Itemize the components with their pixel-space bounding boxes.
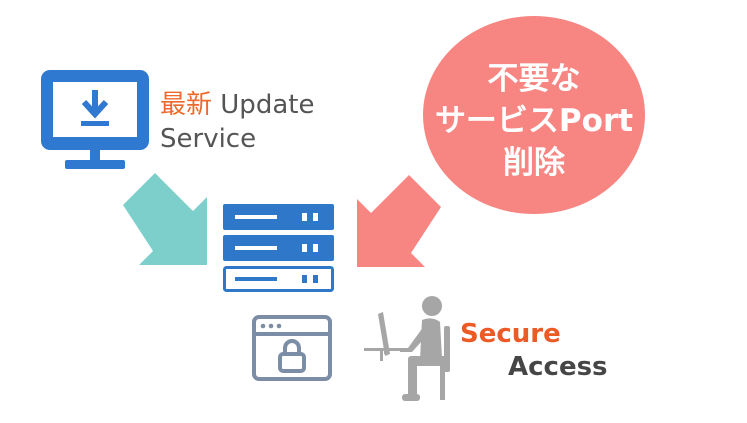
secure-label: Secure (460, 319, 561, 349)
server-rack-icon (223, 204, 334, 292)
service-word: Service (160, 124, 257, 154)
update-label-line1: 最新 Update (160, 88, 314, 122)
latest-accent-text: 最新 (160, 90, 213, 120)
bubble-line-1: 不要な (487, 61, 581, 97)
update-service-label: 最新 Update Service (160, 88, 314, 156)
locked-browser-window-icon (252, 315, 332, 381)
access-label: Access (508, 352, 608, 382)
update-word: Update (212, 90, 315, 120)
bubble-line-2: サービスPort (434, 103, 634, 139)
remove-ports-bubble (423, 16, 645, 214)
bubble-text: 不要な サービスPort 削除 (423, 58, 645, 184)
download-monitor-icon (41, 70, 149, 169)
person-at-computer-icon (364, 296, 450, 401)
bubble-line-3: 削除 (503, 145, 565, 181)
